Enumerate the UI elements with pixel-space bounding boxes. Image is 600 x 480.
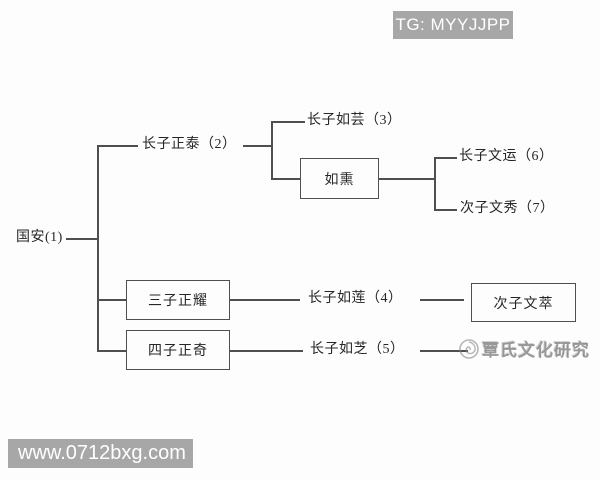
node-ruxun-box: 如熏 (300, 158, 379, 199)
node-rulian: 长子如莲（4） (308, 291, 403, 306)
clan-watermark: 覃氏文化研究 (458, 336, 590, 361)
node-wenyun: 长子文运（6） (459, 149, 554, 164)
node-wencui-box: 次子文萃 (471, 283, 576, 322)
connector-bracket1-bottom-stub (271, 178, 300, 180)
node-son3-box: 三子正耀 (126, 280, 230, 320)
swirl-logo-icon (459, 338, 479, 359)
connector-bracket1-top-stub (271, 121, 305, 123)
node-ruzhi: 长子如芝（5） (310, 342, 405, 357)
connector-bracket2-top-stub (434, 157, 457, 159)
connector-son3-stub (97, 299, 126, 301)
connector-root-stub (66, 238, 97, 240)
connector-ruzhi-right (420, 350, 468, 352)
connector-bracket1-vertical (271, 121, 273, 179)
connector-son3-to-rulian (228, 299, 300, 301)
connector-rulian-to-wencui (420, 299, 464, 301)
site-watermark-badge: www.0712bxg.com (8, 439, 193, 468)
node-wenxiu: 次子文秀（7） (460, 201, 555, 216)
telegram-watermark-badge: TG: MYYJJPP (393, 11, 513, 39)
connector-son1-branch (97, 145, 138, 147)
connector-son1-to-bracket (243, 145, 272, 147)
node-root: 国安(1) (16, 230, 63, 245)
connector-ruxun-to-bracket2 (377, 178, 434, 180)
node-son4-box: 四子正奇 (126, 330, 230, 370)
connector-bracket2-bottom-stub (434, 209, 457, 211)
connector-trunk-vertical (97, 145, 99, 351)
connector-bracket2-vertical (434, 157, 436, 210)
clan-watermark-text: 覃氏文化研究 (482, 341, 590, 360)
connector-son4-stub (97, 350, 126, 352)
node-ruyun: 长子如芸（3） (307, 113, 402, 128)
connector-son4-to-ruzhi (228, 350, 303, 352)
node-son1: 长子正泰（2） (142, 137, 237, 152)
